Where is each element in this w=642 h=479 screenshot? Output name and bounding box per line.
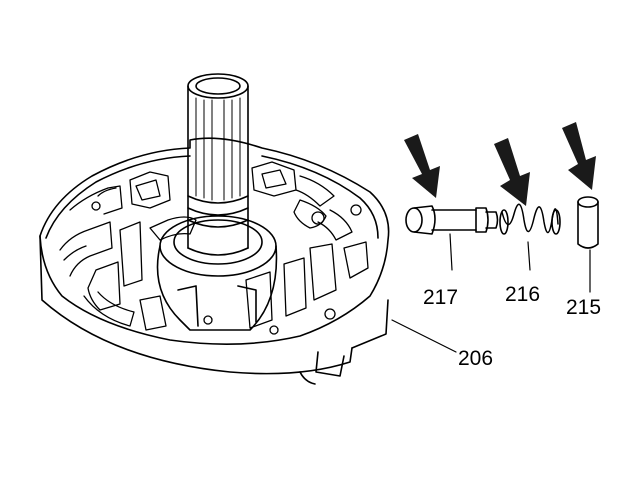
arrow-down-icon xyxy=(494,138,530,206)
fluid-channels xyxy=(59,161,369,335)
pump-body-206 xyxy=(39,137,390,385)
callout-217: 217 xyxy=(423,286,459,309)
stator-shaft xyxy=(187,73,249,256)
leader-216 xyxy=(527,241,531,271)
pump-body-rim-step xyxy=(261,155,379,239)
valve-217 xyxy=(405,205,499,271)
pump-body-top-face xyxy=(39,137,390,345)
pump-body-tab-foot xyxy=(299,371,316,385)
pump-body-inner-rim xyxy=(45,155,191,239)
center-hub xyxy=(156,215,278,331)
callout-206: 206 xyxy=(458,347,494,370)
arrow-down-icon xyxy=(404,134,440,198)
arrow-down-icon xyxy=(562,122,596,190)
pump-body-tab xyxy=(315,351,345,377)
leader-206 xyxy=(391,319,457,353)
pump-body-side-wall xyxy=(39,235,353,375)
leader-217 xyxy=(449,233,453,271)
pin-215 xyxy=(577,196,599,293)
pump-body-lug xyxy=(351,299,389,349)
spring-216 xyxy=(499,203,561,271)
callout-216: 216 xyxy=(505,283,541,306)
callout-215: 215 xyxy=(566,296,602,319)
